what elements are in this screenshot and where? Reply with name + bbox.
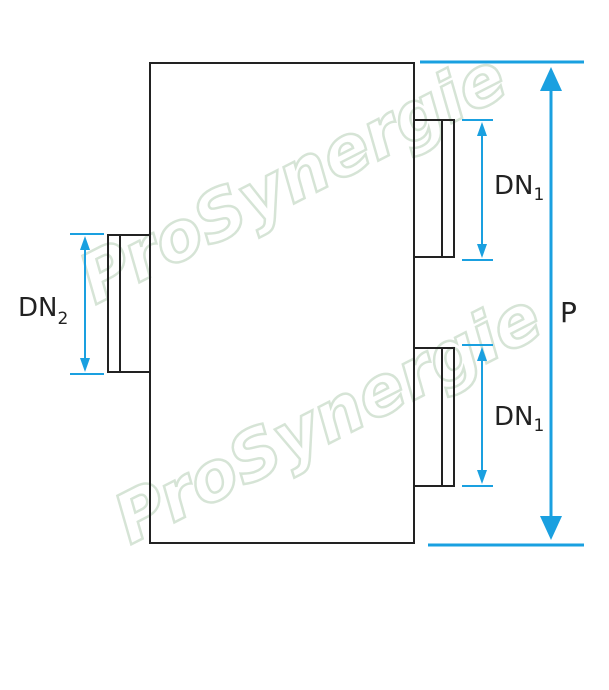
dn2-label: DN2 xyxy=(18,293,68,329)
watermark-upper: ProSynergie xyxy=(67,38,519,321)
dn1-bottom-dimension xyxy=(462,344,493,487)
right-bottom-spigot xyxy=(413,347,455,487)
dn1-bottom-label: DN1 xyxy=(494,402,544,436)
p-dimension xyxy=(420,60,584,547)
right-top-spigot xyxy=(413,119,455,258)
watermark-lower: ProSynergie xyxy=(102,278,554,561)
dn2-dimension xyxy=(70,233,104,375)
dn1-top-label: DN1 xyxy=(494,171,544,205)
dn1-top-dimension xyxy=(462,119,493,261)
p-label: P xyxy=(560,296,577,329)
left-spigot xyxy=(107,234,151,373)
